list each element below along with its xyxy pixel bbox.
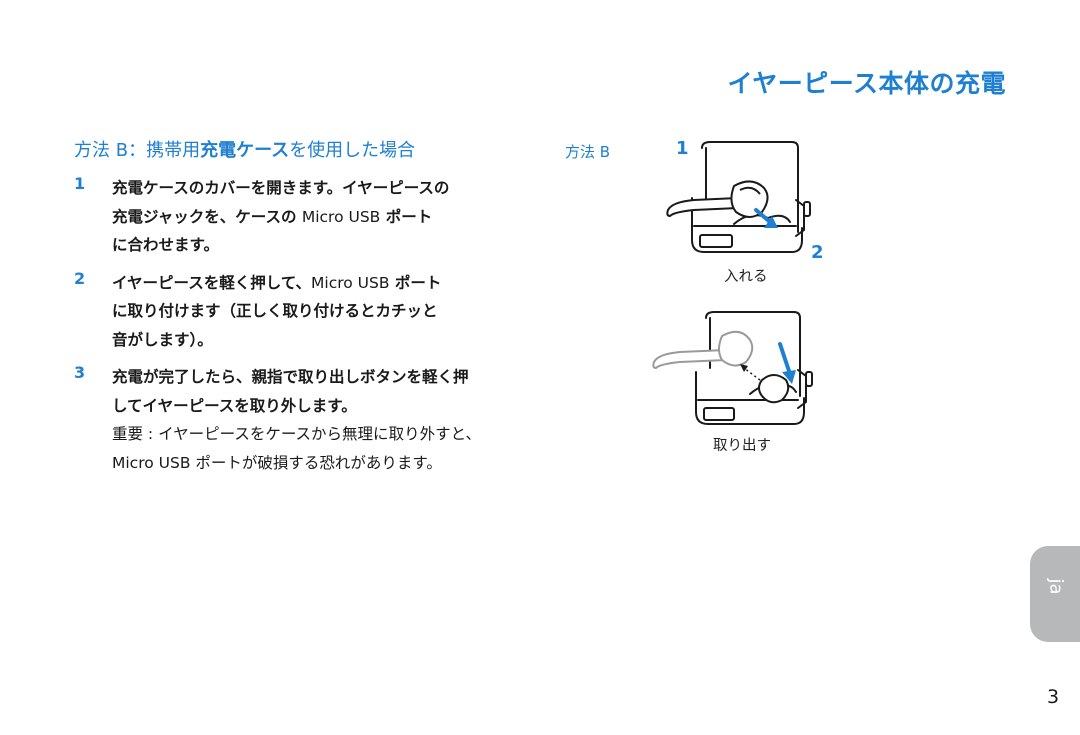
caption-remove: 取り出す	[713, 438, 771, 454]
step-1-line-2: 充電ジャックを、ケースの Micro USB ポート	[112, 203, 544, 232]
step-3-note-line-2: Micro USB ポートが破損する恐れがあります。	[112, 453, 442, 472]
figure-method-label: 方法 B	[565, 143, 611, 161]
page-number: 3	[1047, 686, 1060, 708]
page-title: イヤーピース本体の充電	[727, 69, 1006, 98]
steps-list: 1 充電ケースのカバーを開きます。イヤーピースの 充電ジャックを、ケースの Mi…	[74, 174, 544, 486]
caption-insert: 入れる	[724, 269, 768, 285]
step-text: 充電が完了したら、親指で取り出しボタンを軽く押	[112, 368, 469, 386]
step-2-line-2: に取り付けます（正しく取り付けるとカチッと	[112, 297, 544, 326]
step-text: してイヤーピースを取り外します。	[112, 396, 357, 415]
step-3-line-2: してイヤーピースを取り外します。	[112, 392, 544, 421]
step-text: に取り付けます（正しく取り付けるとカチッと	[112, 302, 438, 320]
step-1-line-1: 充電ケースのカバーを開きます。イヤーピースの	[112, 174, 544, 203]
step-text: 充電ケースのカバーを開きます。イヤーピースの	[112, 179, 450, 197]
insert-illustration	[666, 141, 811, 253]
step-1-line-3: に合わせます。	[112, 231, 544, 260]
step-text: ポート	[389, 273, 442, 292]
step-number: 1	[74, 174, 86, 193]
step-2-line-1: イヤーピースを軽く押して、Micro USB ポート	[112, 269, 544, 298]
section-heading-prefix: 方法 B：携帯用	[74, 140, 201, 161]
step-text-light: Micro USB	[311, 273, 390, 292]
step-number: 3	[74, 363, 86, 382]
step-text: ポート	[380, 207, 433, 226]
section-heading-suffix: を使用した場合	[289, 140, 416, 161]
section-heading: 方法 B：携帯用充電ケースを使用した場合	[74, 136, 415, 162]
step-1: 1 充電ケースのカバーを開きます。イヤーピースの 充電ジャックを、ケースの Mi…	[74, 174, 544, 260]
step-text: に合わせます。	[112, 236, 219, 254]
step-3: 3 充電が完了したら、親指で取り出しボタンを軽く押 してイヤーピースを取り外しま…	[74, 363, 544, 477]
step-text: イヤーピースを軽く押して、	[112, 273, 312, 292]
step-2-line-3: 音がします）。	[112, 326, 544, 355]
step-3-line-1: 充電が完了したら、親指で取り出しボタンを軽く押	[112, 363, 544, 392]
language-tab-label: ja	[1045, 578, 1067, 595]
step-2: 2 イヤーピースを軽く押して、Micro USB ポート に取り付けます（正しく…	[74, 269, 544, 355]
step-3-note-line-1: 重要 : イヤーピースをケースから無理に取り外すと、	[112, 425, 481, 443]
step-text: 充電ジャックを、ケースの	[112, 207, 302, 226]
section-heading-bold: 充電ケース	[200, 140, 290, 161]
step-text: 音がします）。	[112, 330, 213, 349]
figure-step-2-label: 2	[811, 242, 824, 263]
step-text-light: Micro USB	[301, 207, 381, 226]
language-tab: ja	[1030, 546, 1080, 642]
remove-illustration	[652, 311, 813, 425]
step-number: 2	[74, 268, 86, 288]
figure-step-1-label: 1	[676, 138, 689, 159]
